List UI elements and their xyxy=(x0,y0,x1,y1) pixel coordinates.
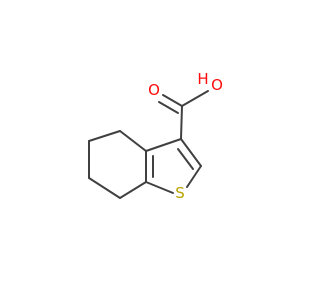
bond-c6-c7 xyxy=(88,177,121,199)
atom-label-hydroxyl-h: H xyxy=(197,70,208,88)
bond-c3-c2 xyxy=(180,138,202,167)
bond-ccarboxyl-ocarbonyl xyxy=(162,94,183,107)
bond-c4-c5 xyxy=(88,130,121,142)
bond-c3-c2-double xyxy=(177,148,194,170)
structure-diagram: H O O S xyxy=(88,70,223,202)
atom-label-carbonyl-o: O xyxy=(148,81,160,99)
atom-label-sulfur: S xyxy=(175,184,185,202)
bond-c3a-c4 xyxy=(119,130,147,152)
bond-c7a-s1 xyxy=(145,181,174,194)
bond-c2-s1 xyxy=(186,165,202,188)
bond-ccarboxyl-ohydroxyl xyxy=(181,90,209,107)
bond-c3a-c3 xyxy=(145,138,182,152)
bond-c7-c7a xyxy=(119,181,147,199)
bond-ccarboxyl-ocarbonyl-double xyxy=(158,101,179,114)
atom-label-hydroxyl-o: O xyxy=(211,76,223,94)
bond-c3-ccarboxyl xyxy=(180,105,183,140)
